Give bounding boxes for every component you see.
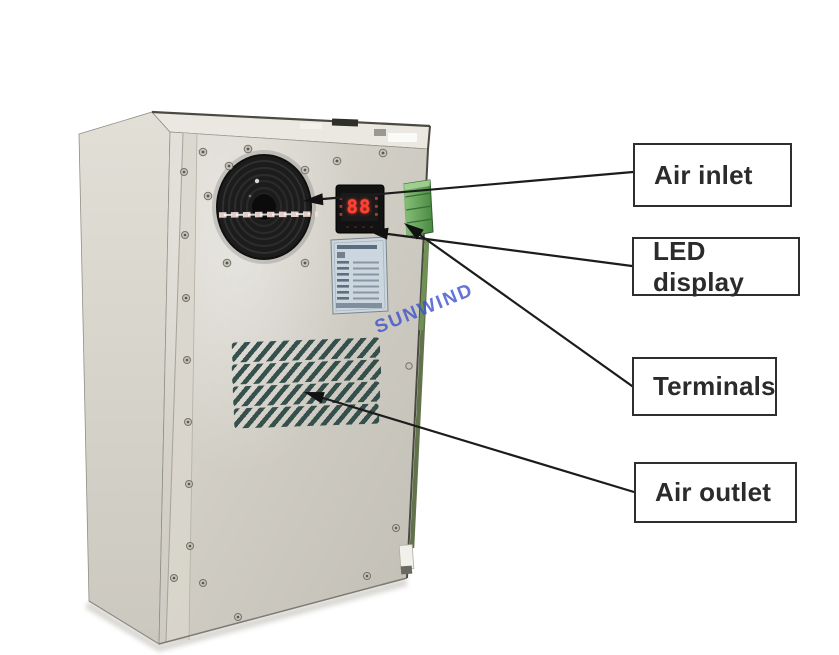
mounting-screws	[170, 144, 413, 621]
fan-flash-reflection	[218, 211, 319, 218]
callout-led-display: LED display	[632, 235, 800, 297]
bottom-edge	[158, 577, 408, 645]
terminal-block	[403, 179, 434, 238]
led-display-value: 88	[346, 196, 372, 218]
side-bottom-edge	[88, 600, 160, 645]
spec-label	[330, 236, 389, 315]
callout-air-outlet-label: Air outlet	[655, 477, 772, 507]
cooling-fan	[212, 150, 319, 264]
edge-foot-mark	[400, 565, 413, 575]
callout-air-outlet: Air outlet	[634, 462, 797, 523]
cabinet-left-side-panel	[78, 111, 171, 645]
door-seam-line	[165, 132, 184, 643]
top-edge	[151, 110, 431, 128]
callout-air-inlet-label: Air inlet	[654, 159, 753, 190]
door-edge-trim	[166, 133, 197, 642]
door-seam-line-2	[188, 133, 198, 641]
callout-air-inlet: Air inlet	[633, 143, 792, 207]
callout-terminals-label: Terminals	[653, 371, 776, 401]
top-flange-fittings	[300, 118, 417, 142]
callout-terminals: Terminals	[632, 357, 777, 416]
callout-led-display-label: LED display	[653, 235, 744, 297]
